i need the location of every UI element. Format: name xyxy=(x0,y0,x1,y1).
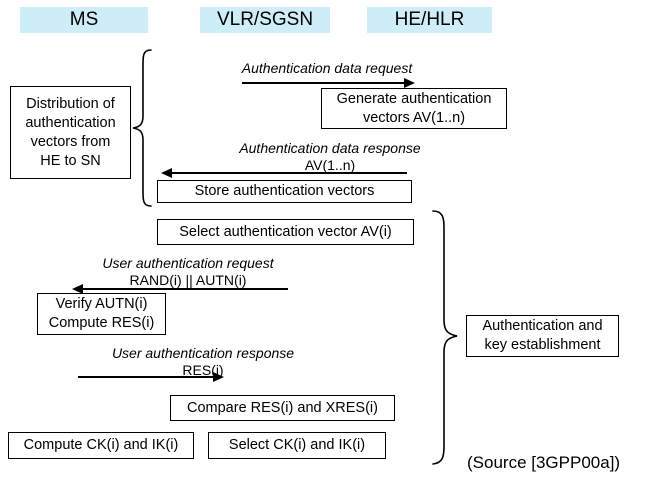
message-user-auth-request-plain: RAND(i) || AUTN(i) xyxy=(129,272,247,288)
message-arrow-user-auth-request xyxy=(83,288,288,290)
phase-distribution-line-3: vectors from xyxy=(30,133,111,150)
arrow-head-right-icon-user-auth-response xyxy=(213,372,224,382)
column-header-he-hlr-label: HE/HLR xyxy=(394,9,465,30)
message-label-user-auth-request: User authentication request RAND(i) || A… xyxy=(88,255,288,289)
arrow-head-left-icon-user-auth-request xyxy=(72,284,83,294)
column-header-ms: MS xyxy=(20,7,148,33)
action-generate-av-line-1: Generate authentication xyxy=(336,90,492,107)
message-auth-data-response-plain: AV(1..n) xyxy=(304,157,356,173)
arrow-head-left-icon-auth-data-response xyxy=(161,168,172,178)
action-select-ck-ik-line-1: Select CK(i) and IK(i) xyxy=(228,437,366,453)
action-compare-res-line-1: Compare RES(i) and XRES(i) xyxy=(187,399,378,416)
arrow-head-right-icon-auth-data-request xyxy=(404,78,415,88)
action-compute-ck-ik-line-1: Compute CK(i) and IK(i) xyxy=(23,437,179,453)
message-label-auth-data-response: Authentication data response AV(1..n) xyxy=(230,140,430,174)
action-box-verify-autn: Verify AUTN(i) Compute RES(i) xyxy=(37,293,166,335)
action-box-select-ck-ik: Select CK(i) and IK(i) xyxy=(208,432,386,459)
action-box-compare-res: Compare RES(i) and XRES(i) xyxy=(170,395,395,421)
action-store-av-line-1: Store authentication vectors xyxy=(194,183,375,199)
phase-box-distribution: Distribution of authentication vectors f… xyxy=(10,86,131,179)
action-verify-autn-line-2: Compute RES(i) xyxy=(48,315,155,331)
action-select-av-line-1: Select authentication vector AV(i) xyxy=(179,223,392,240)
phase-auth-key-line-1: Authentication and xyxy=(482,318,603,334)
column-header-vlr-sgsn-label: VLR/SGSN xyxy=(216,9,314,30)
action-box-store-av: Store authentication vectors xyxy=(157,180,412,203)
message-label-auth-data-request: Authentication data request xyxy=(232,60,422,77)
phase-distribution-line-1: Distribution of xyxy=(26,95,115,112)
action-generate-av-line-2: vectors AV(1..n) xyxy=(362,109,466,126)
phase-distribution-line-4: HE to SN xyxy=(40,152,101,169)
action-verify-autn-line-1: Verify AUTN(i) xyxy=(55,296,148,312)
message-arrow-auth-data-response xyxy=(172,172,407,174)
phase-auth-key-line-2: key establishment xyxy=(484,337,601,353)
message-arrow-user-auth-response xyxy=(78,376,215,378)
source-note: (Source [3GPP00a]) xyxy=(467,453,621,472)
action-box-select-av: Select authentication vector AV(i) xyxy=(157,219,414,245)
column-header-ms-label: MS xyxy=(69,9,99,30)
action-box-generate-av: Generate authentication vectors AV(1..n) xyxy=(321,88,507,129)
action-box-compute-ck-ik: Compute CK(i) and IK(i) xyxy=(8,432,194,459)
phase-brace-distribution xyxy=(131,48,153,208)
message-user-auth-request-italic: User authentication request xyxy=(102,255,274,271)
message-auth-data-response-italic: Authentication data response xyxy=(239,140,421,156)
phase-box-auth-key-establishment: Authentication and key establishment xyxy=(466,315,619,357)
phase-distribution-line-2: authentication xyxy=(25,114,116,131)
column-header-vlr-sgsn: VLR/SGSN xyxy=(200,7,330,33)
message-label-user-auth-response: User authentication response RES(i) xyxy=(98,345,308,379)
message-auth-data-request-italic: Authentication data request xyxy=(241,60,413,76)
column-header-he-hlr: HE/HLR xyxy=(367,7,492,33)
phase-brace-auth-key-establishment xyxy=(430,208,462,468)
message-user-auth-response-italic: User authentication response xyxy=(111,345,295,361)
message-arrow-auth-data-request xyxy=(242,82,406,84)
